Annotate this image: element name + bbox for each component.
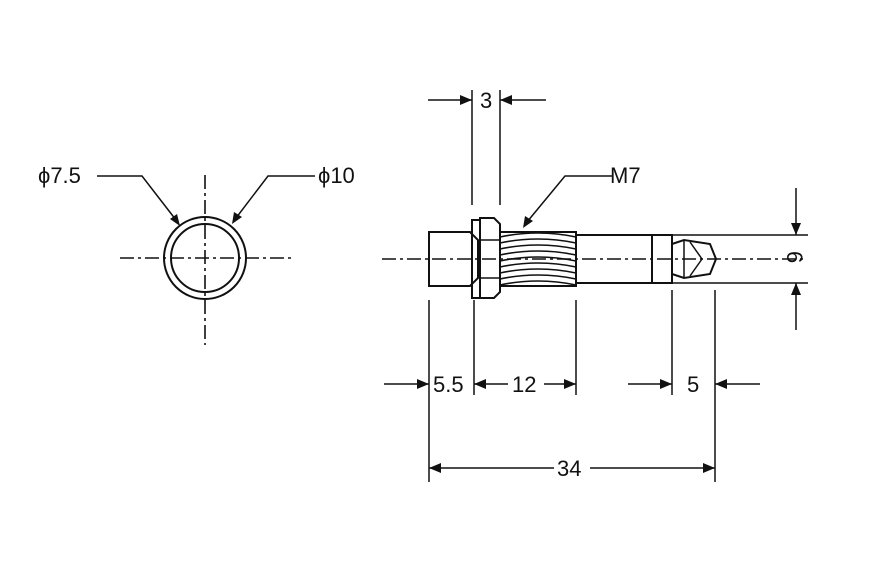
arrow-nut-right (500, 95, 512, 105)
leader-arrow-outer (232, 212, 242, 224)
leader-outer-diameter (235, 175, 315, 219)
arrow-terminal-right (715, 379, 727, 389)
label-terminal-length: 5 (687, 372, 699, 397)
side-view (382, 217, 805, 299)
head-cap (428, 231, 479, 287)
arrow-body-bottom (791, 283, 801, 295)
arrow-total-right (703, 463, 715, 473)
arrow-head-in (417, 379, 429, 389)
terminal (671, 238, 718, 280)
terminal-line-3 (689, 258, 703, 277)
arrow-nut-left (460, 95, 472, 105)
leader-thread (526, 175, 612, 223)
dim-total-text-mask (554, 456, 590, 480)
arrow-thread-end (564, 379, 576, 389)
label-nut-thickness: 3 (480, 88, 492, 113)
dimensions: 3 M7 6 5.5 12 5 (384, 88, 808, 482)
hex-nut (479, 217, 501, 299)
label-thread-length: 12 (512, 372, 536, 397)
leader-arrow-inner (170, 214, 180, 226)
label-thread-spec: M7 (610, 163, 641, 188)
arrow-terminal-left (660, 379, 672, 389)
label-total-length: 34 (557, 456, 581, 481)
leader-inner-diameter (97, 175, 177, 221)
label-body-diameter: 6 (782, 251, 807, 263)
dim-thread-text-mask (508, 372, 544, 396)
arrow-thread (523, 216, 533, 228)
label-outer-diameter: ϕ10 (318, 163, 355, 188)
thread-lines (499, 232, 577, 286)
label-inner-diameter: ϕ7.5 (38, 163, 81, 188)
arrow-body-top (791, 223, 801, 235)
label-head-length: 5.5 (433, 372, 464, 397)
arrow-total-left (429, 463, 441, 473)
terminal-line-2 (689, 241, 703, 260)
front-view: ϕ7.5 ϕ10 (38, 163, 355, 345)
